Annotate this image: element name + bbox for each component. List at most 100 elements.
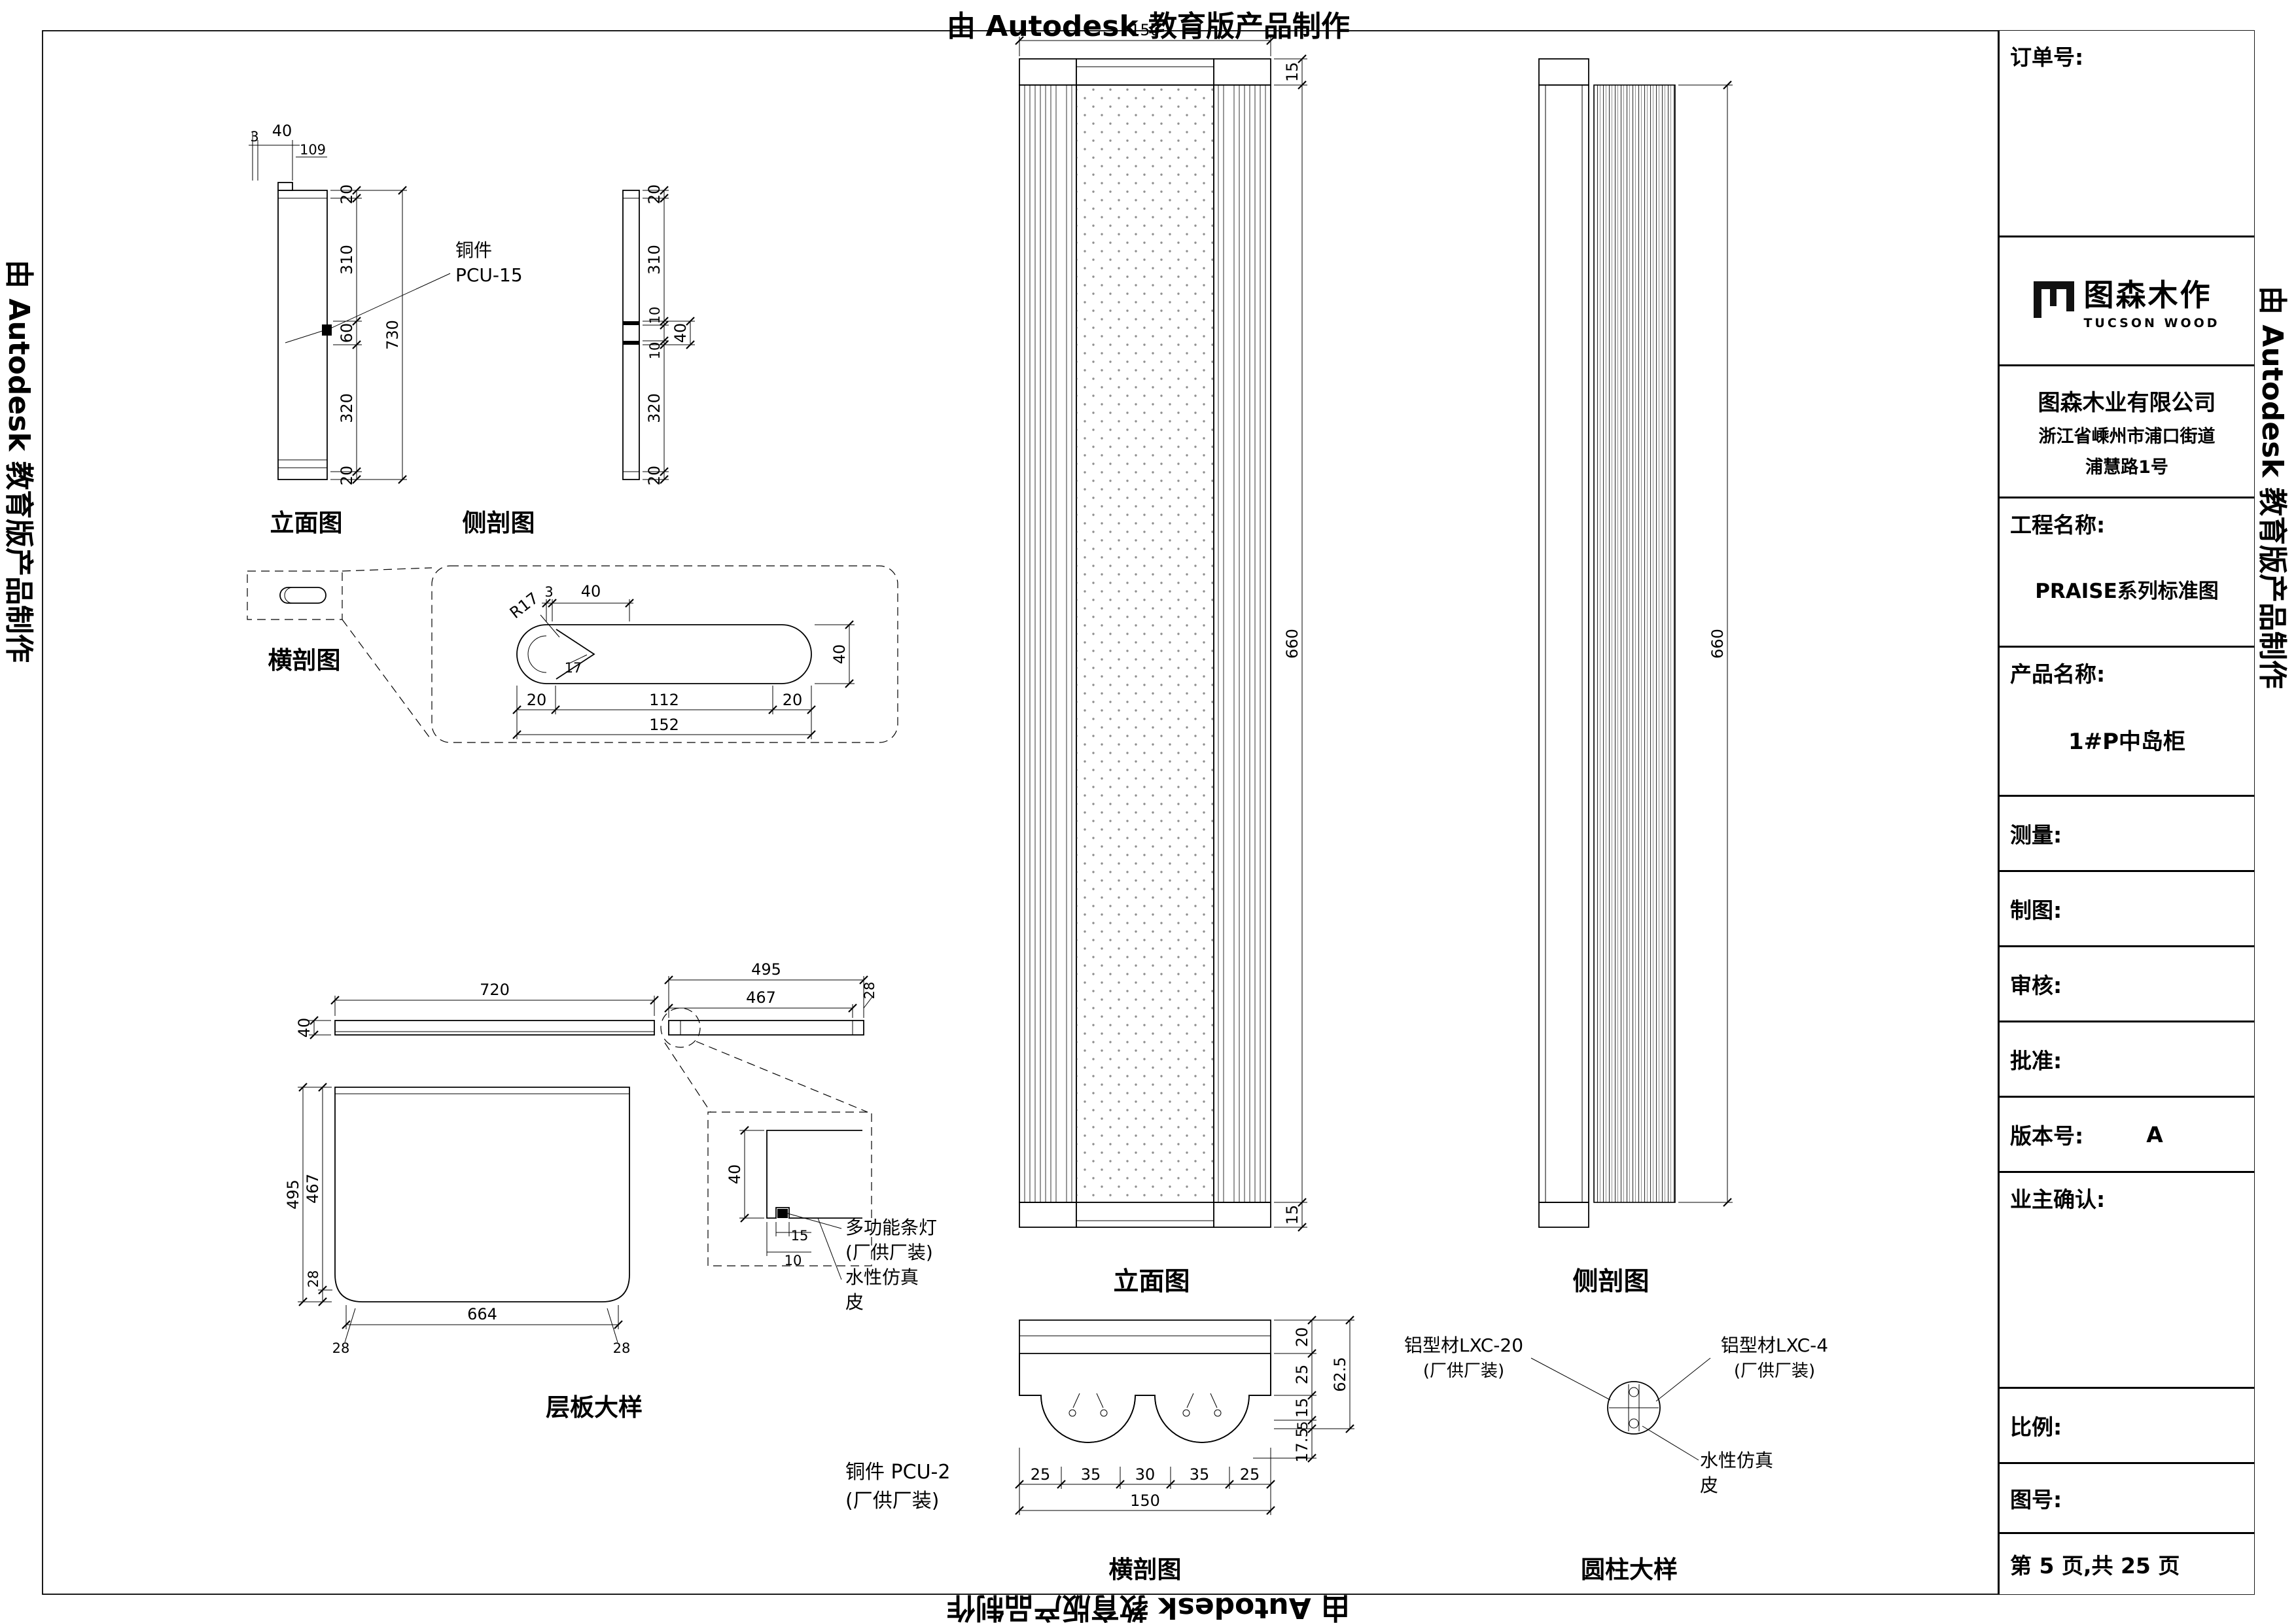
tucson-logo-icon [2034,281,2075,321]
dim-text: 660 [1283,629,1301,659]
dim-text: 10 [647,307,663,324]
dim-text: 5 [1295,1421,1311,1429]
view-column-detail: 铝型材LXC-20 (厂供厂装) 铝型材LXC-4 (厂供厂装) 水性仿真 皮 … [1404,1335,1828,1584]
figno-label: 图号: [2010,1487,2062,1512]
annotation-text: 铝型材LXC-4 [1721,1335,1828,1356]
version-value: A [2146,1121,2163,1147]
view-title: 立面图 [270,509,343,537]
dim-text: 152 [649,716,679,734]
dim-text: 28 [332,1340,350,1356]
dim-text: 25 [1031,1465,1051,1484]
annotation-text: 水性仿真 [845,1266,919,1288]
dim-text: 310 [338,245,356,275]
annotation-text: 皮 [845,1291,864,1313]
dim-text: R17 [506,589,542,622]
page-label: 第 5 页,共 25 页 [2010,1553,2180,1579]
view-title: 圆柱大样 [1581,1556,1678,1584]
annotation-text: 铜件 [455,239,492,261]
dim-text: 660 [1708,629,1727,659]
view-shelf-plan: 495 467 28 664 28 28 层板大样 [284,1083,643,1422]
dim-text: 28 [862,982,877,1000]
audit-row: 审核: [2000,947,2254,1022]
dim-text: 40 [272,122,292,140]
led-strip-marker [777,1209,788,1218]
dim-text: 15 [1293,1398,1311,1418]
product-label: 产品名称: [2010,661,2106,687]
dim-text: 10 [647,342,663,360]
view-title: 横剖图 [1109,1556,1182,1584]
annotation-text: (厂供厂装) [1734,1361,1815,1381]
version-row: 版本号: A [2000,1098,2254,1173]
owner-label: 业主确认: [2010,1187,2106,1212]
measure-row: 测量: [2000,797,2254,872]
annotation-text: 铜件 PCU-2 [845,1461,950,1484]
dim-text: 109 [300,142,326,158]
dim-text: 25 [1293,1365,1311,1385]
title-block: 订单号: 图森木作 TUCSON WOOD 图森木业有限公司 浙江省嵊州市浦口街… [1998,31,2254,1594]
scale-row: 比例: [2000,1389,2254,1464]
annotation-text: 皮 [1700,1475,1718,1496]
dim-text: 40 [295,1018,313,1038]
owner-row: 业主确认: [2000,1173,2254,1389]
dim-text: 320 [338,393,356,423]
approve-label: 批准: [2010,1048,2062,1073]
view-front-small: 3 40 109 20 310 60 320 20 730 铜件 PCU-15 … [249,122,523,537]
dim-text: 19 [1080,1377,1097,1393]
dim-text: 19 [1193,1377,1211,1393]
dim-text: 720 [480,981,510,999]
logo-row: 图森木作 TUCSON WOOD [2000,237,2254,366]
version-label: 版本号: [2010,1123,2084,1149]
annotation-text: PCU-15 [455,264,523,286]
logo-cn: 图森木作 [2083,277,2212,313]
dim-text: 25 [1240,1465,1260,1484]
dim-text: 15 [1283,1205,1301,1225]
dim-text: 150 [1130,1492,1160,1510]
view-pcu2-section: 19 19 25 35 30 35 25 150 [845,1316,1354,1584]
dim-text: 467 [746,988,776,1007]
product-row: 产品名称: 1#P中岛柜 [2000,648,2254,797]
dim-text: 40 [830,644,849,665]
product-value: 1#P中岛柜 [2068,729,2186,755]
company-row: 图森木业有限公司 浙江省嵊州市浦口街道 浦慧路1号 [2000,366,2254,498]
dim-text: 20 [783,691,803,709]
dim-text: 10 [785,1253,802,1268]
annotation-text: 水性仿真 [1700,1450,1773,1471]
dim-text: 20 [1293,1327,1311,1348]
project-label: 工程名称: [2010,512,2106,538]
company-address-line1: 浙江省嵊州市浦口街道 [2038,427,2216,447]
scale-label: 比例: [2010,1414,2062,1440]
view-side-small: 20 310 10 40 10 320 20 侧剖图 [463,184,695,537]
audit-label: 审核: [2010,973,2062,998]
dim-text: 40 [671,323,690,343]
page-row: 第 5 页,共 25 页 [2000,1534,2254,1594]
sheet-border [42,30,2255,1595]
view-title: 层板大样 [546,1393,643,1422]
annotation-text: 铝型材LXC-20 [1404,1335,1523,1356]
dim-text: 20 [338,466,356,486]
dim-text: 310 [645,245,663,275]
dim-text: 28 [306,1270,321,1288]
dim-text: 15 [1283,62,1301,82]
annotation-text: (厂供厂装) [1423,1361,1504,1381]
company-address-line2: 浦慧路1号 [2085,457,2168,478]
view-cross-small: 横剖图 [247,567,433,741]
fitting-pcu15-marker [322,324,332,336]
view-title: 立面图 [1113,1267,1190,1297]
dim-text: 60 [338,323,356,343]
dim-text: 62.5 [1331,1357,1349,1391]
dim-text: 664 [467,1305,497,1323]
dim-text: 495 [284,1179,302,1210]
draft-row: 制图: [2000,872,2254,947]
dim-text: 467 [304,1174,322,1204]
dim-text: 15 [791,1228,809,1244]
dim-text: 20 [527,691,547,709]
view-strip-detail: 40 15 10 多功能条灯 (厂供厂装) 水性仿真 皮 [707,1111,937,1313]
dim-text: 150 [1130,21,1160,39]
dim-text: 3 [250,129,258,145]
dim-text: 40 [726,1164,744,1185]
view-title: 侧剖图 [1572,1267,1649,1297]
annotation-text: (厂供厂装) [845,1242,933,1263]
annotation-text: 多功能条灯 [845,1217,937,1238]
order-label: 订单号: [2010,44,2084,70]
